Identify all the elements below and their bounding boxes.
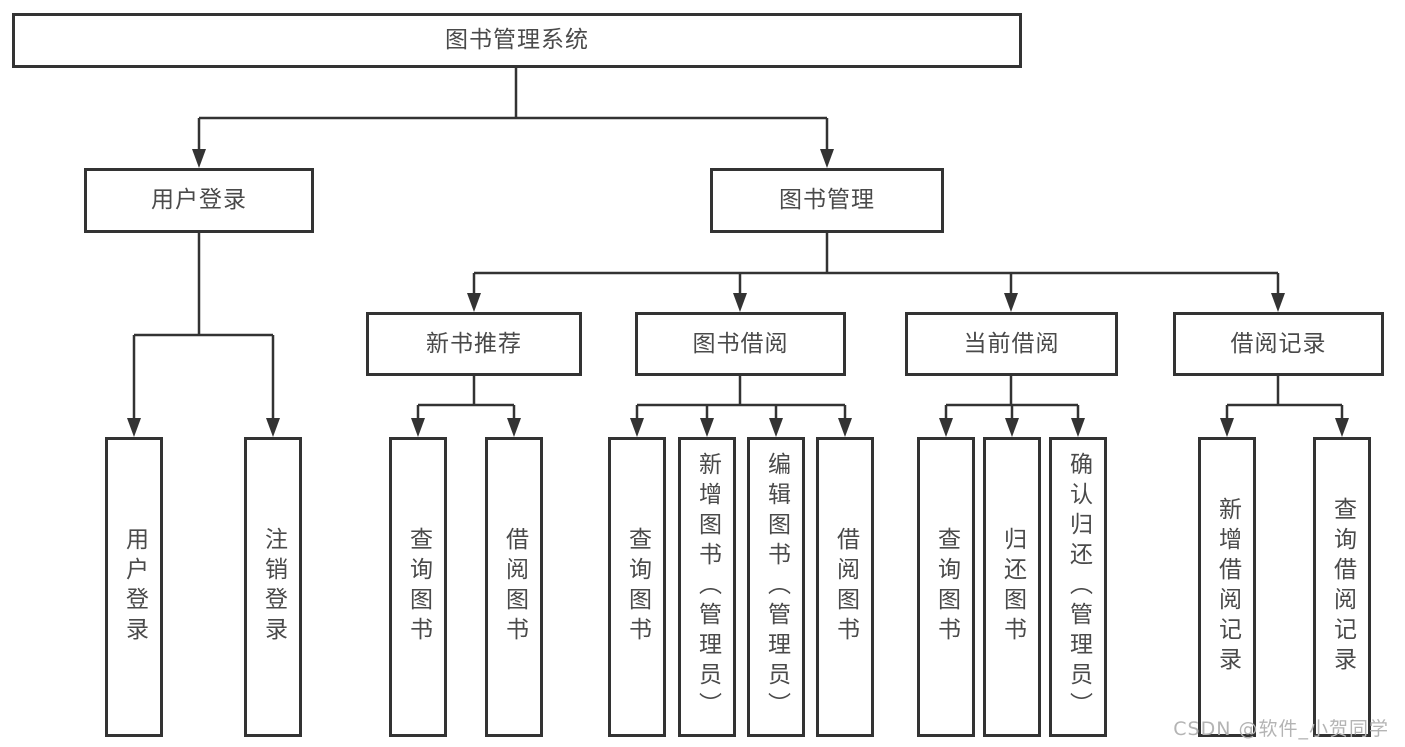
node-user-login: 用户登录: [84, 168, 314, 233]
leaf-br-query-record: 查询借阅记录: [1313, 437, 1371, 737]
csdn-watermark: CSDN @软件_小贺同学: [1173, 718, 1389, 740]
node-book-management: 图书管理: [710, 168, 944, 233]
leaf-br-add-record: 新增借阅记录: [1198, 437, 1256, 737]
leaf-nbr-borrow-books: 借阅图书: [485, 437, 543, 737]
node-new-book-recommend: 新书推荐: [366, 312, 582, 376]
connector-user-login-children: [127, 233, 280, 437]
node-current-borrowing: 当前借阅: [905, 312, 1118, 376]
leaf-bb-add-books-admin: 新增图书（管理员）: [678, 437, 736, 737]
leaf-bb-borrow-books: 借阅图书: [816, 437, 874, 737]
leaf-bb-edit-books-admin: 编辑图书（管理员）: [747, 437, 805, 737]
leaf-user-login: 用户登录: [105, 437, 163, 737]
leaf-cb-return-books: 归还图书: [983, 437, 1041, 737]
connector-borrow-records-children: [1220, 376, 1349, 437]
connector-book-borrow-children: [630, 376, 852, 437]
leaf-cb-query-books: 查询图书: [917, 437, 975, 737]
leaf-logout-login: 注销登录: [244, 437, 302, 737]
node-root-library-system: 图书管理系统: [12, 13, 1022, 68]
connector-new-book-rec-children: [411, 376, 521, 437]
node-book-borrowing: 图书借阅: [635, 312, 846, 376]
leaf-bb-query-books: 查询图书: [608, 437, 666, 737]
leaf-nbr-query-books: 查询图书: [389, 437, 447, 737]
leaf-cb-confirm-return-admin: 确认归还（管理员）: [1049, 437, 1107, 737]
node-borrow-records: 借阅记录: [1173, 312, 1384, 376]
connector-root-to-level2: [192, 68, 834, 168]
connector-book-mgmt-to-level3: [467, 233, 1285, 312]
connector-current-borrow-children: [939, 376, 1085, 437]
